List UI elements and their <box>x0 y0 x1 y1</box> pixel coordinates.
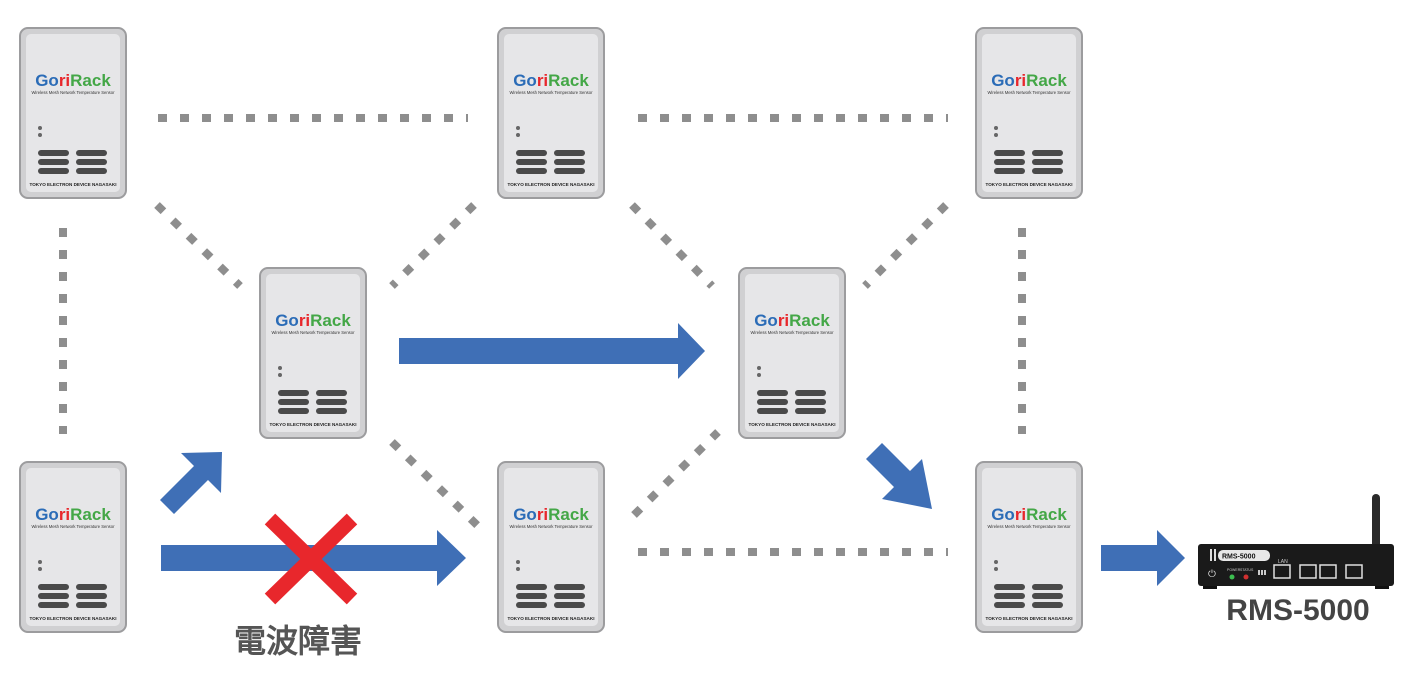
svg-text:Wireless Mesh Network Temperat: Wireless Mesh Network Temperature Sensor <box>31 524 115 529</box>
sensor-node-top-right: GoriRack Wireless Mesh Network Temperatu… <box>975 27 1083 199</box>
svg-text:Wireless Mesh Network Temperat: Wireless Mesh Network Temperature Sensor <box>509 90 593 95</box>
svg-text:TOKYO ELECTRON DEVICE NAGASAKI: TOKYO ELECTRON DEVICE NAGASAKI <box>30 182 117 187</box>
gateway-device: RMS-5000 ⏻ POWER STATUS LAN <box>1198 494 1394 589</box>
link-topmid-centerright <box>629 202 715 289</box>
svg-text:Wireless Mesh Network Temperat: Wireless Mesh Network Temperature Sensor <box>509 524 593 529</box>
link-bottommid-centerright <box>631 429 721 518</box>
svg-text:GoriRack: GoriRack <box>513 71 589 90</box>
svg-text:TOKYO ELECTRON DEVICE NAGASAKI: TOKYO ELECTRON DEVICE NAGASAKI <box>508 182 595 187</box>
lan-port-1 <box>1273 564 1291 579</box>
svg-text:Wireless Mesh Network Temperat: Wireless Mesh Network Temperature Sensor <box>31 90 115 95</box>
svg-text:STATUS: STATUS <box>1240 568 1254 572</box>
svg-text:LAN: LAN <box>1278 559 1288 565</box>
status-led <box>1243 574 1249 580</box>
arrow-to-gateway <box>1101 530 1185 586</box>
svg-text:Wireless Mesh Network Temperat: Wireless Mesh Network Temperature Sensor <box>750 330 834 335</box>
sensor-node-center-right: GoriRack Wireless Mesh Network Temperatu… <box>738 267 846 439</box>
svg-text:GoriRack: GoriRack <box>991 505 1067 524</box>
svg-text:GoriRack: GoriRack <box>35 505 111 524</box>
svg-text:GoriRack: GoriRack <box>991 71 1067 90</box>
lan-port-4 <box>1345 564 1363 579</box>
sensor-node-bottom-mid: GoriRack Wireless Mesh Network Temperatu… <box>497 461 605 633</box>
sensor-node-bottom-left: GoriRack Wireless Mesh Network Temperatu… <box>19 461 127 633</box>
svg-text:TOKYO ELECTRON DEVICE NAGASAKI: TOKYO ELECTRON DEVICE NAGASAKI <box>749 422 836 427</box>
arrow-up-right <box>160 452 222 514</box>
sensor-node-top-left: GoriRack Wireless Mesh Network Temperatu… <box>19 27 127 199</box>
link-topmid-centerleft <box>389 202 477 289</box>
svg-text:TOKYO ELECTRON DEVICE NAGASAKI: TOKYO ELECTRON DEVICE NAGASAKI <box>30 616 117 621</box>
gateway-plate: RMS-5000 <box>1222 554 1256 561</box>
svg-text:TOKYO ELECTRON DEVICE NAGASAKI: TOKYO ELECTRON DEVICE NAGASAKI <box>508 616 595 621</box>
link-topleft-centerleft <box>154 202 243 289</box>
arrow-down-right <box>866 443 932 509</box>
svg-text:TOKYO ELECTRON DEVICE NAGASAKI: TOKYO ELECTRON DEVICE NAGASAKI <box>270 422 357 427</box>
svg-text:GoriRack: GoriRack <box>275 311 351 330</box>
sensor-node-top-mid: GoriRack Wireless Mesh Network Temperatu… <box>497 27 605 199</box>
antenna-icon <box>1372 494 1380 554</box>
gateway-label: RMS-5000 <box>1226 594 1369 627</box>
lan-port-2 <box>1299 564 1317 579</box>
dotted-links <box>59 114 1026 556</box>
svg-text:TOKYO ELECTRON DEVICE NAGASAKI: TOKYO ELECTRON DEVICE NAGASAKI <box>986 616 1073 621</box>
interference-label: 電波障害 <box>234 622 362 660</box>
power-led <box>1229 574 1235 580</box>
link-topright-centerright <box>862 202 949 289</box>
svg-text:Wireless Mesh Network Temperat: Wireless Mesh Network Temperature Sensor <box>271 330 355 335</box>
svg-text:Wireless Mesh Network Temperat: Wireless Mesh Network Temperature Sensor <box>987 524 1071 529</box>
svg-text:GoriRack: GoriRack <box>754 311 830 330</box>
link-centerleft-bottommid <box>389 439 481 529</box>
svg-text:GoriRack: GoriRack <box>35 71 111 90</box>
lan-port-3 <box>1319 564 1337 579</box>
power-icon: ⏻ <box>1208 569 1216 580</box>
svg-text:POWER: POWER <box>1227 568 1241 572</box>
sensor-node-center-left: GoriRack Wireless Mesh Network Temperatu… <box>259 267 367 439</box>
sensor-node-bottom-right: GoriRack Wireless Mesh Network Temperatu… <box>975 461 1083 633</box>
svg-text:GoriRack: GoriRack <box>513 505 589 524</box>
svg-text:TOKYO ELECTRON DEVICE NAGASAKI: TOKYO ELECTRON DEVICE NAGASAKI <box>986 182 1073 187</box>
interference-cross-icon <box>264 513 358 605</box>
arrow-center-right <box>399 323 705 379</box>
svg-text:Wireless Mesh Network Temperat: Wireless Mesh Network Temperature Sensor <box>987 90 1071 95</box>
